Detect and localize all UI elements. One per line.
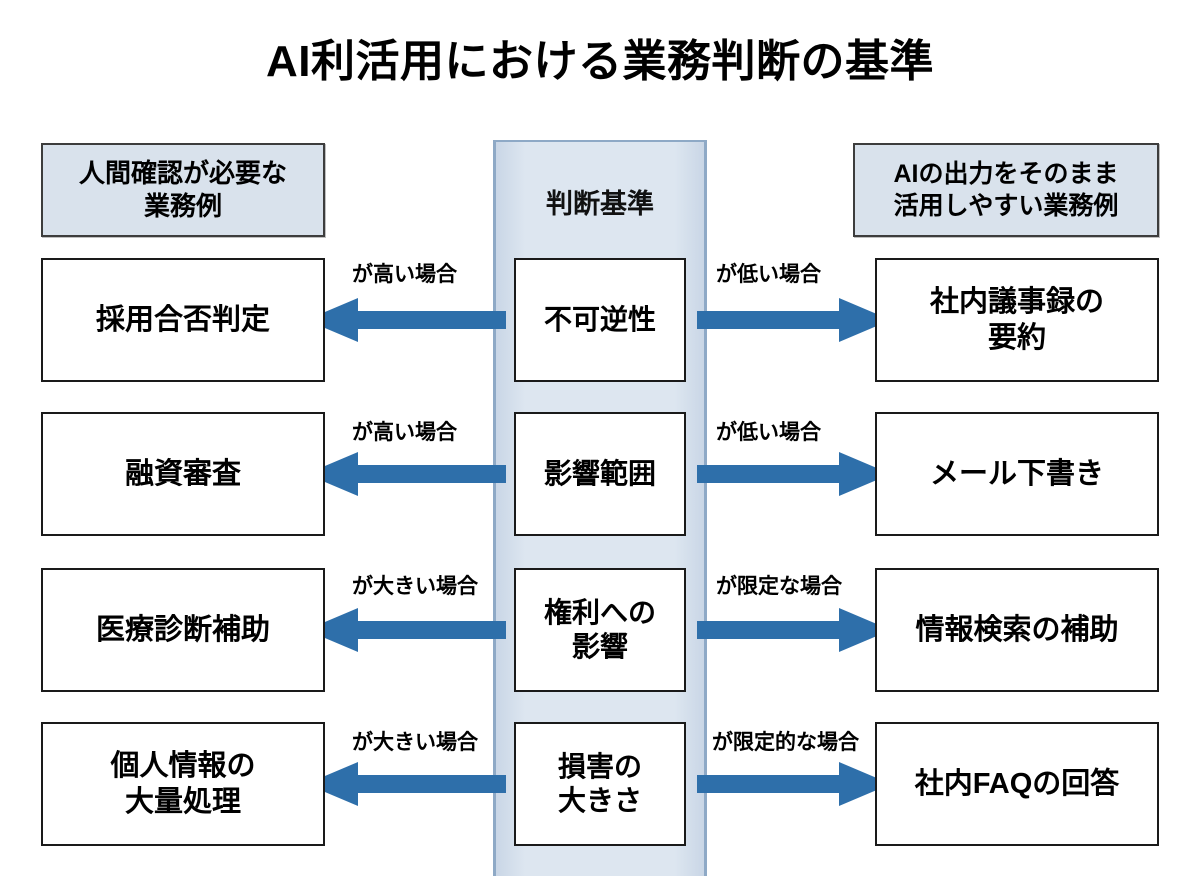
criterion-box: 影響範囲 xyxy=(514,412,686,536)
criterion-text: 権利への 影響 xyxy=(544,596,656,664)
right-example-line1: 社内議事録の xyxy=(929,285,1104,318)
left-example-line2: 大量処理 xyxy=(124,786,241,818)
criterion-line2: 影響 xyxy=(571,631,628,662)
left-example-line1: 採用合否判定 xyxy=(95,303,270,336)
right-example-box: メール下書き xyxy=(875,412,1159,536)
left-example-box: 採用合否判定 xyxy=(41,258,325,382)
left-column-header-line1: 人間確認が必要な xyxy=(78,157,287,188)
right-arrow-icon xyxy=(697,608,891,652)
right-arrow-icon xyxy=(697,762,891,806)
left-column-header-text: 人間確認が必要な 業務例 xyxy=(79,157,287,224)
criteria-panel-title: 判断基準 xyxy=(546,189,654,219)
right-arrow-icon xyxy=(697,452,891,496)
page-title: AI利活用における業務判断の基準 xyxy=(266,37,934,86)
right-example-box: 情報検索の補助 xyxy=(875,568,1159,692)
left-arrow-label: が大きい場合 xyxy=(352,575,478,598)
criterion-line1: 不可逆性 xyxy=(543,303,656,335)
left-column-header-line2: 業務例 xyxy=(143,191,222,221)
left-arrow-icon xyxy=(306,762,506,806)
right-example-text: メール下書き xyxy=(930,456,1104,492)
criterion-box: 権利への 影響 xyxy=(514,568,686,692)
left-example-line1: 医療診断補助 xyxy=(95,613,270,646)
criterion-box: 損害の 大きさ xyxy=(514,722,686,846)
criterion-text: 影響範囲 xyxy=(544,457,656,491)
left-arrow-label: が高い場合 xyxy=(352,421,457,444)
left-example-text: 採用合否判定 xyxy=(96,302,270,338)
right-arrow-label: が限定的な場合 xyxy=(712,731,859,754)
left-example-line1: 個人情報の xyxy=(110,749,256,782)
right-example-line1: 社内FAQの回答 xyxy=(914,767,1120,800)
right-example-text: 社内FAQの回答 xyxy=(915,766,1120,802)
left-arrow-icon xyxy=(306,452,506,496)
left-example-box: 融資審査 xyxy=(41,412,325,536)
left-example-text: 医療診断補助 xyxy=(96,612,270,648)
right-arrow-label: が限定な場合 xyxy=(716,575,842,598)
left-example-box: 個人情報の 大量処理 xyxy=(41,722,325,846)
criterion-line1: 権利への xyxy=(543,596,656,628)
left-column-header: 人間確認が必要な 業務例 xyxy=(41,143,325,237)
criterion-text: 損害の 大きさ xyxy=(558,750,642,818)
right-example-box: 社内FAQの回答 xyxy=(875,722,1159,846)
right-example-line1: メール下書き xyxy=(929,457,1104,490)
right-example-text: 社内議事録の 要約 xyxy=(930,284,1104,357)
left-arrow-icon xyxy=(306,298,506,342)
right-example-box: 社内議事録の 要約 xyxy=(875,258,1159,382)
criterion-text: 不可逆性 xyxy=(544,303,656,337)
left-arrow-icon xyxy=(306,608,506,652)
left-arrow-label: が高い場合 xyxy=(352,263,457,286)
left-arrow-label: が大きい場合 xyxy=(352,731,478,754)
criterion-line1: 損害の xyxy=(557,750,642,782)
right-example-line1: 情報検索の補助 xyxy=(915,613,1119,646)
criterion-box: 不可逆性 xyxy=(514,258,686,382)
left-example-line1: 融資審査 xyxy=(124,457,241,490)
right-column-header-line1: AIの出力をそのまま xyxy=(893,160,1119,188)
right-arrow-icon xyxy=(697,298,891,342)
left-example-text: 個人情報の 大量処理 xyxy=(110,748,255,821)
criterion-line2: 大きさ xyxy=(557,785,642,816)
right-arrow-label: が低い場合 xyxy=(716,263,821,286)
right-column-header: AIの出力をそのまま 活用しやすい業務例 xyxy=(853,143,1159,237)
right-example-line2: 要約 xyxy=(987,322,1046,354)
right-column-header-line2: 活用しやすい業務例 xyxy=(893,192,1119,220)
right-arrow-label: が低い場合 xyxy=(716,421,821,444)
left-example-text: 融資審査 xyxy=(125,456,241,492)
left-example-box: 医療診断補助 xyxy=(41,568,325,692)
right-column-header-text: AIの出力をそのまま 活用しやすい業務例 xyxy=(893,158,1118,222)
criterion-line1: 影響範囲 xyxy=(543,457,656,489)
right-example-text: 情報検索の補助 xyxy=(915,612,1118,648)
